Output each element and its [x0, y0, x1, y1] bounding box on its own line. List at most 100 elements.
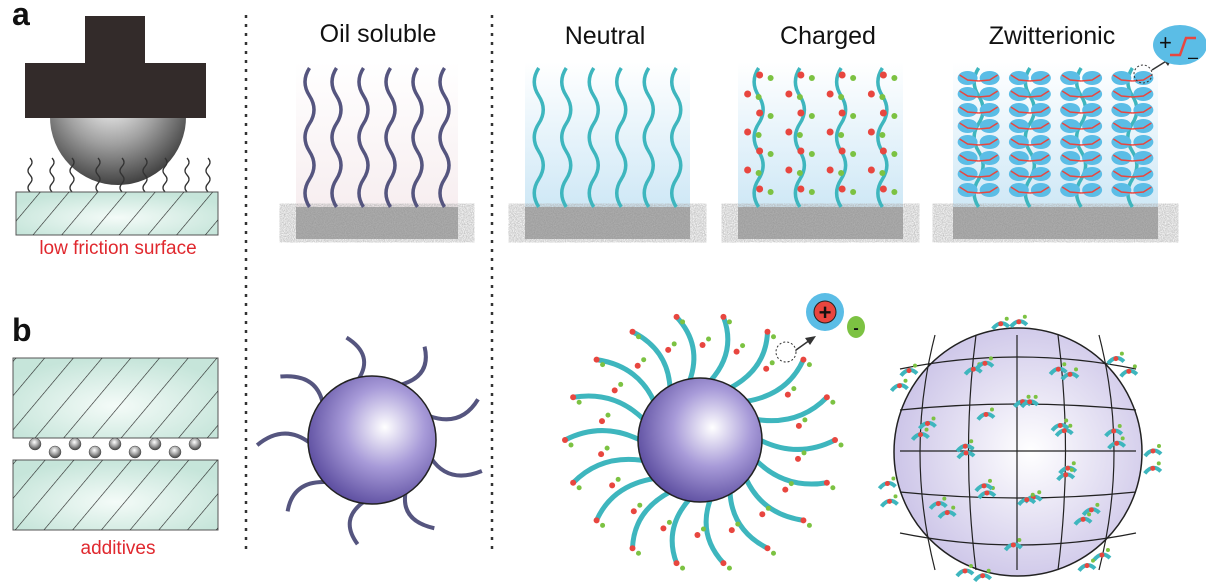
anion: [838, 442, 844, 448]
zwitterion-link: [1061, 138, 1082, 146]
cation: [1010, 542, 1016, 548]
zwitterion-unit: [957, 71, 978, 85]
zwitterion-unit: [1133, 183, 1154, 197]
charged-chain: [572, 393, 646, 422]
anion: [637, 502, 643, 508]
anion: [1069, 467, 1074, 472]
anion: [951, 505, 956, 510]
anion: [600, 362, 606, 368]
oil-chain: [347, 499, 366, 546]
zwitterion-unit: [1008, 167, 1029, 181]
zwitterion-link: [1081, 90, 1101, 98]
zwitterion-link: [1010, 170, 1030, 178]
upper-block-hatch: [13, 358, 218, 438]
cation: [879, 147, 887, 155]
zwitterion-link: [959, 138, 979, 146]
zwitterion-link: [1112, 122, 1133, 130]
anion: [893, 494, 898, 499]
charged-chain: [708, 316, 731, 383]
cation: [826, 166, 834, 174]
brush-chain: [184, 157, 190, 193]
anion: [568, 442, 574, 448]
zwitterion-link: [1010, 90, 1030, 98]
zwitterion-unit: [1030, 167, 1051, 181]
polymer-chain: [587, 67, 600, 208]
cation: [838, 109, 846, 117]
anion: [850, 189, 857, 195]
cation: [1024, 497, 1030, 503]
charged-chain: [745, 358, 806, 404]
cation: [826, 90, 834, 98]
additive-particle: [188, 437, 202, 451]
zwitterion-link: [978, 138, 999, 146]
zwitterion-link: [1081, 170, 1101, 178]
zwitterionic-inset: + –: [1133, 25, 1206, 84]
anion: [618, 381, 624, 387]
anion: [879, 170, 886, 176]
cation: [611, 387, 618, 394]
cation: [660, 525, 667, 532]
cation: [1067, 371, 1073, 377]
cation: [1057, 423, 1063, 429]
granite-texture: [296, 207, 458, 239]
anion: [1071, 461, 1076, 466]
zwitterion-link: [1132, 90, 1152, 98]
cation: [984, 490, 990, 496]
zwitterion-unit: [1111, 119, 1132, 133]
charged-chain: [594, 476, 655, 522]
anion: [769, 360, 775, 366]
zwitterion-unit: [1060, 103, 1081, 117]
anion: [924, 427, 929, 432]
cation: [785, 90, 793, 98]
zwitterion-unit: [1030, 71, 1051, 85]
polymer-chain: [330, 67, 343, 208]
polymer-chain: [642, 67, 655, 208]
zwitterion-unit: [957, 135, 978, 149]
cation: [980, 573, 986, 579]
zwitterion-link: [1081, 138, 1101, 146]
zwitterion-unit: [979, 167, 1000, 181]
cation: [826, 128, 834, 136]
tester-top-block: [85, 16, 145, 64]
zwitterion-unit: [979, 119, 1000, 133]
cation: [982, 360, 988, 366]
zwitterion-link: [1029, 90, 1050, 98]
oil-chain: [280, 374, 325, 404]
cation: [886, 498, 892, 504]
zwitterion-link: [1132, 74, 1152, 82]
oil-soluble-particle: [255, 335, 483, 546]
substrate-hatch: [16, 192, 218, 235]
zwitterion-unit: [957, 103, 978, 117]
zwitterion-link: [978, 90, 999, 98]
brush-chain: [95, 157, 101, 193]
zwitterion-unit: [1008, 183, 1029, 197]
charged-chain: [669, 497, 692, 564]
anion: [838, 132, 845, 138]
zwitterion-link: [1112, 186, 1133, 194]
anion: [600, 522, 606, 528]
anion: [576, 485, 582, 491]
network-line: [899, 356, 1137, 370]
zwitterion-link: [1081, 122, 1101, 130]
cation: [970, 366, 976, 372]
cation: [744, 90, 752, 98]
cation: [944, 510, 950, 516]
zwitterion-unit: [1030, 151, 1051, 165]
friction-tester-illustration: [15, 16, 219, 236]
cation: [629, 328, 636, 335]
anion: [1132, 364, 1137, 369]
zwitterion-unit: [1111, 71, 1132, 85]
brush-chain: [27, 157, 33, 193]
additives-caption: additives: [80, 538, 156, 559]
anion: [796, 94, 803, 100]
anion: [988, 356, 993, 361]
anion: [802, 417, 808, 423]
zwitterion-link: [1061, 122, 1082, 130]
cation: [1065, 465, 1071, 471]
anion: [1117, 424, 1122, 429]
anion: [767, 151, 774, 157]
network-line: [919, 334, 936, 571]
cation: [983, 412, 989, 418]
zwitterion-unit: [1008, 71, 1029, 85]
polymer-chain: [384, 67, 397, 208]
